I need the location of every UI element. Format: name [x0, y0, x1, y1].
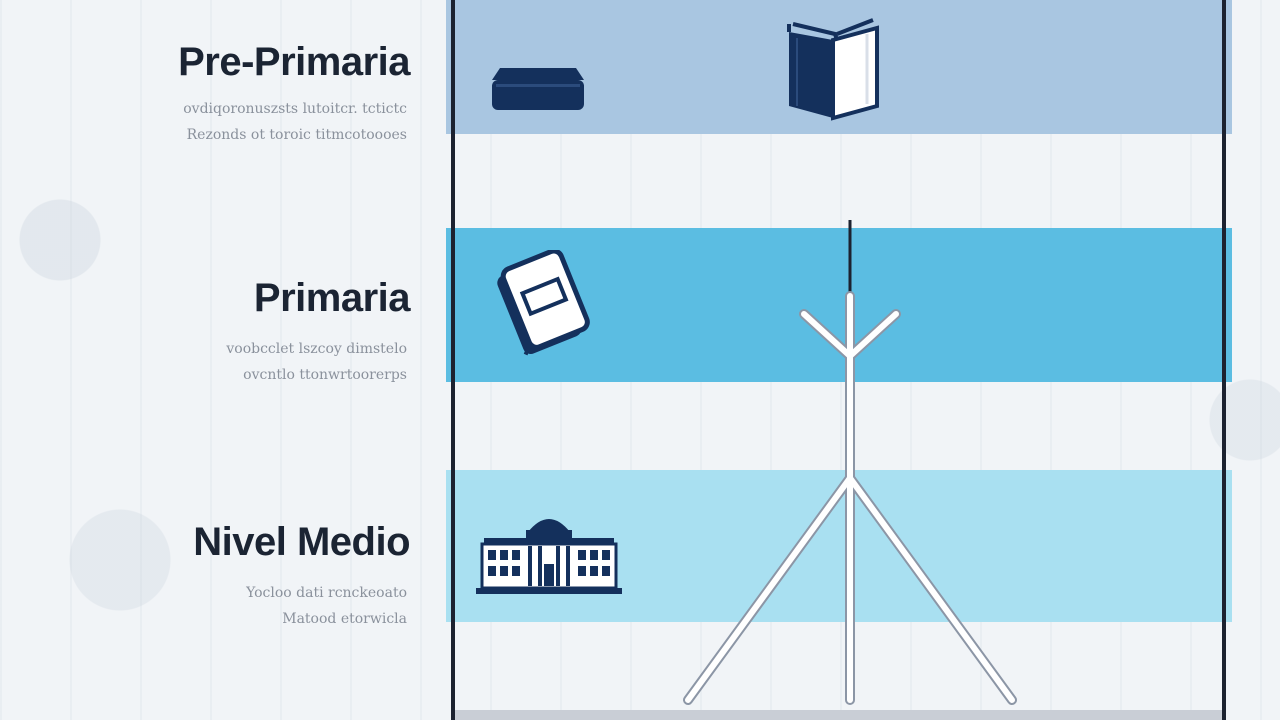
bottom-strip	[455, 710, 1222, 720]
level-title: Nivel Medio	[193, 520, 410, 564]
level-description-line: ovdiqoronuszsts lutoitcr. tctictc	[183, 101, 407, 117]
level-primaria: Primaria voobcclet lszcoy dimstelo ovcnt…	[0, 278, 410, 388]
level-description-line: ovcntlo ttonwrtoorerps	[243, 367, 407, 383]
level-description-line: Rezonds ot toroic titmcotoooes	[186, 127, 407, 143]
level-description-line: Matood etorwicla	[282, 611, 407, 627]
level-nivel-medio: Nivel Medio Yocloo dati rcnckeoato Matoo…	[0, 522, 410, 632]
notebook-icon	[494, 250, 594, 358]
school-building-icon	[476, 506, 622, 598]
level-title: Pre-Primaria	[178, 40, 410, 84]
level-description: ovdiqoronuszsts lutoitcr. tctictc Rezond…	[0, 96, 410, 148]
chest-icon	[490, 64, 588, 114]
level-title: Primaria	[253, 276, 411, 320]
level-description-line: Yocloo dati rcnckeoato	[246, 585, 407, 601]
diagram-frame	[451, 0, 1226, 720]
level-description: Yocloo dati rcnckeoato Matood etorwicla	[0, 580, 410, 632]
level-description: voobcclet lszcoy dimstelo ovcntlo ttonwr…	[0, 336, 410, 388]
book-icon	[783, 14, 883, 122]
tree-structure	[680, 216, 1020, 706]
level-description-line: voobcclet lszcoy dimstelo	[226, 341, 407, 357]
level-pre-primaria: Pre-Primaria ovdiqoronuszsts lutoitcr. t…	[0, 42, 410, 148]
